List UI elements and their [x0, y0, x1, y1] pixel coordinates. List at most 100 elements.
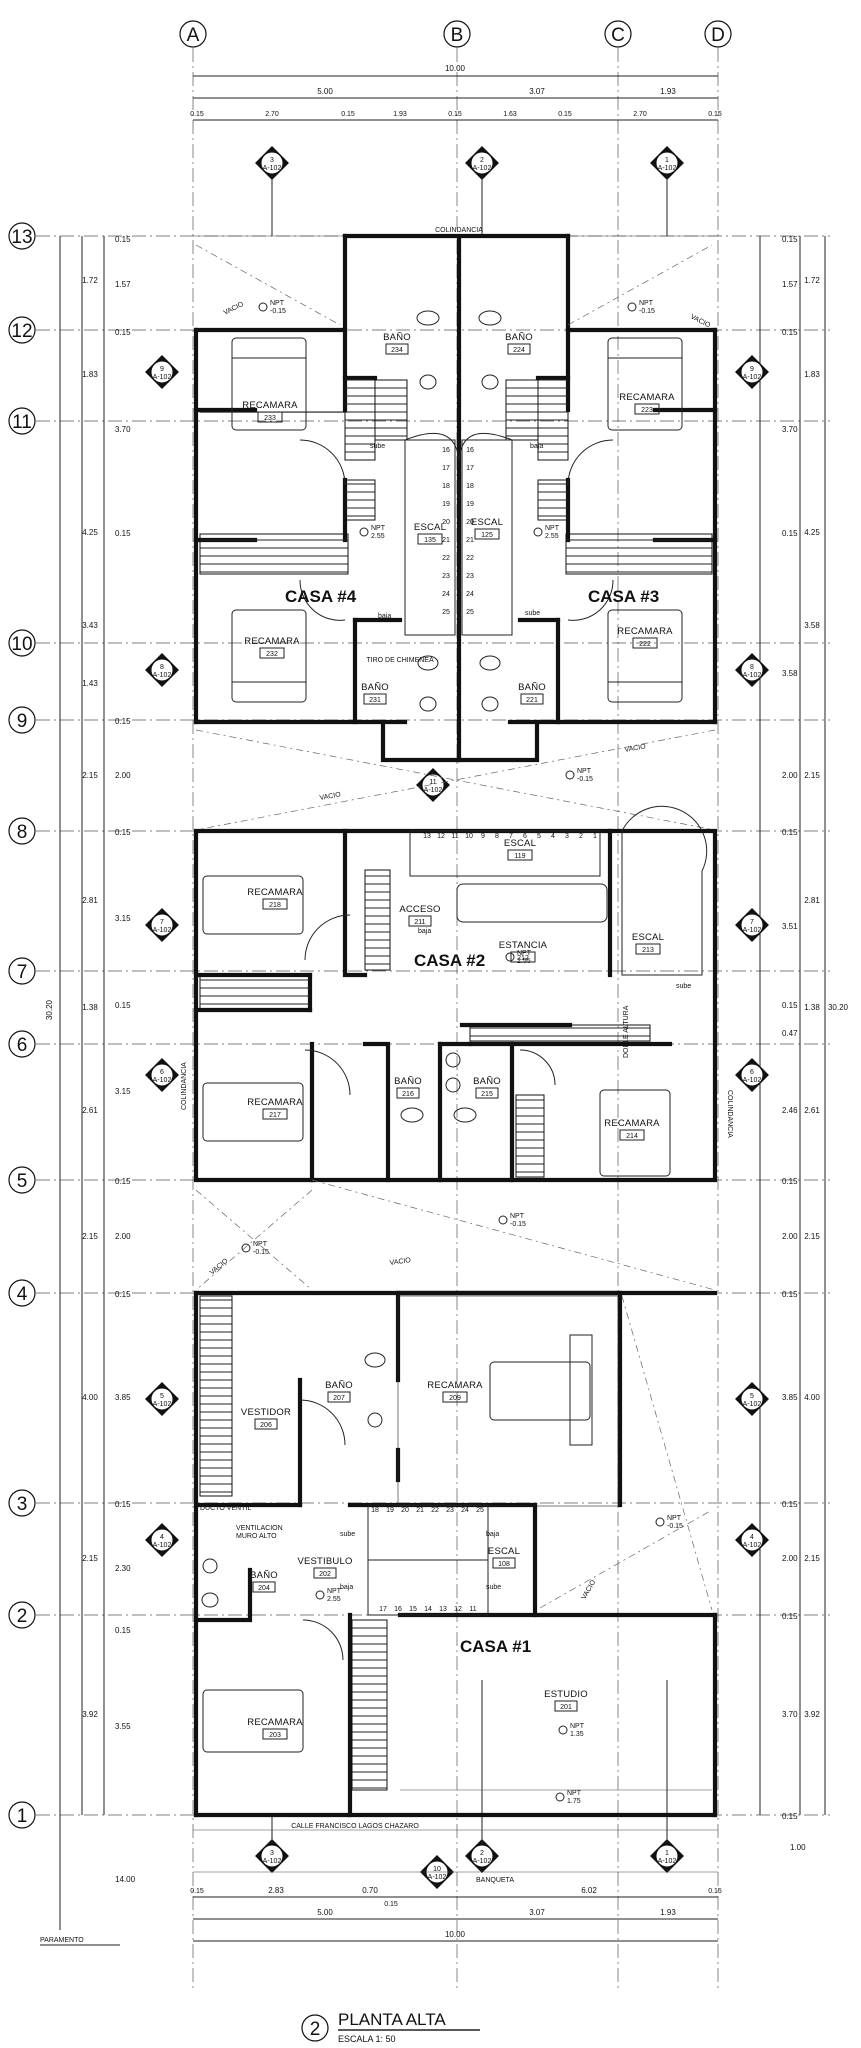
- svg-text:VESTIDOR: VESTIDOR: [241, 1407, 291, 1418]
- npt-mark: NPT-0.15: [241, 1241, 269, 1256]
- drawing-scale: ESCALA 1: 50: [338, 2034, 396, 2044]
- svg-text:212: 212: [517, 955, 529, 962]
- svg-text:207: 207: [333, 1395, 345, 1402]
- dim-right-o2: 1.83: [804, 370, 820, 379]
- dim-left-i10: 0.15: [115, 1001, 131, 1010]
- svg-text:NPT: NPT: [570, 1723, 585, 1730]
- dim-left-i5: 0.15: [115, 529, 131, 538]
- svg-text:A-102: A-102: [743, 1077, 762, 1084]
- dim-top-d3: 0.15: [341, 111, 355, 118]
- svg-text:A-102: A-102: [743, 1401, 762, 1408]
- stair-step-number: 5: [537, 833, 541, 840]
- svg-text:A-102: A-102: [153, 672, 172, 679]
- stair-step-number: 18: [442, 483, 450, 490]
- svg-text:BAÑO: BAÑO: [505, 332, 533, 343]
- stair-step-number: 12: [437, 833, 445, 840]
- svg-text:209: 209: [449, 1395, 461, 1402]
- svg-text:215: 215: [481, 1091, 493, 1098]
- svg-text:2.55: 2.55: [327, 1596, 341, 1603]
- dim-right-i13: 0.15: [782, 1177, 798, 1186]
- svg-text:A-102: A-102: [743, 1542, 762, 1549]
- grid-col-a: A: [187, 25, 200, 46]
- svg-text:ESCAL: ESCAL: [414, 522, 446, 533]
- drawing-title: PLANTA ALTA: [338, 2010, 446, 2029]
- stair-step-number: 19: [386, 1507, 394, 1514]
- svg-text:NPT: NPT: [517, 950, 532, 957]
- svg-text:NPT: NPT: [510, 1213, 525, 1220]
- grid-row-7: 7: [17, 962, 28, 983]
- dim-right-i14: 2.00: [782, 1232, 798, 1241]
- stair-step-number: 24: [461, 1507, 469, 1514]
- npt-mark: NPT-0.15: [498, 1213, 526, 1228]
- dim-left-i9: 3.15: [115, 914, 131, 923]
- colindancia-left-label: COLINDANCIA: [181, 1062, 188, 1110]
- vacio-label-1: VACIO: [223, 301, 246, 317]
- svg-text:ESTANCIA: ESTANCIA: [499, 940, 548, 951]
- room-215: BAÑO 215: [473, 1076, 501, 1099]
- dim-left-i19: 3.55: [115, 1722, 131, 1731]
- dim-bot-seg3: 1.93: [660, 1908, 676, 1917]
- stair-step-number: 13: [423, 833, 431, 840]
- svg-text:RECAMARA: RECAMARA: [617, 626, 673, 637]
- dim-bot-seg1: 5.00: [317, 1908, 333, 1917]
- dim-top-d7: 0.15: [558, 111, 572, 118]
- grid-col-c: C: [611, 25, 625, 46]
- room-206: VESTIDOR 206: [241, 1407, 291, 1430]
- svg-text:119: 119: [514, 853, 525, 860]
- dim-left-i13: 2.00: [115, 1232, 131, 1241]
- stair-step-number: 9: [481, 833, 485, 840]
- dim-left-i15: 3.85: [115, 1393, 131, 1402]
- svg-text:BAÑO: BAÑO: [250, 1570, 278, 1581]
- svg-text:4: 4: [160, 1534, 164, 1541]
- svg-text:4: 4: [750, 1534, 754, 1541]
- stair-step-number: 20: [442, 519, 450, 526]
- dim-right-i9: 3.51: [782, 922, 798, 931]
- stair-step-number: 25: [442, 609, 450, 616]
- ventilacion-label: VENTILACION: [236, 1525, 283, 1532]
- dim-right-o11: 2.15: [804, 1554, 820, 1563]
- svg-text:A-102: A-102: [153, 927, 172, 934]
- dim-right-i15: 0.15: [782, 1290, 798, 1299]
- svg-text:1: 1: [665, 1850, 669, 1857]
- baja-label: baja: [530, 443, 543, 450]
- svg-text:A-102: A-102: [263, 165, 282, 172]
- room-doble: DOBLE ALTURA: [623, 1005, 630, 1058]
- stair-step-number: 13: [439, 1606, 447, 1613]
- svg-text:ESTUDIO: ESTUDIO: [544, 1689, 588, 1700]
- svg-text:BAÑO: BAÑO: [473, 1076, 501, 1087]
- stair-step-number: 23: [446, 1507, 454, 1514]
- npt-mark: NPT-0.15: [258, 300, 286, 315]
- bottom-dimensions: 0.15 2.83 0.70 0.15 6.02 0.15 5.00 3.07 …: [40, 1886, 722, 1946]
- dim-right-i4: 3.70: [782, 425, 798, 434]
- stair-step-number: 19: [442, 501, 450, 508]
- dim-right-o10: 4.00: [804, 1393, 820, 1402]
- sube-label: sube: [525, 610, 540, 617]
- svg-text:202: 202: [319, 1571, 331, 1578]
- stair-step-number: 14: [424, 1606, 432, 1613]
- svg-text:206: 206: [260, 1422, 272, 1429]
- svg-text:223: 223: [641, 407, 653, 414]
- stair-step-number: 16: [394, 1606, 402, 1613]
- dim-top-d2: 2.70: [265, 111, 279, 118]
- svg-text:NPT: NPT: [270, 300, 285, 307]
- sube-label: sube: [676, 983, 691, 990]
- dim-left-o5: 1.43: [82, 679, 98, 688]
- dim-left-i8: 0.15: [115, 828, 131, 837]
- dim-bot-seg2: 3.07: [529, 1908, 545, 1917]
- svg-text:2.55: 2.55: [545, 533, 559, 540]
- dim-right-i6: 3.58: [782, 669, 798, 678]
- stair-step-number: 22: [431, 1507, 439, 1514]
- dim-bot-d6: 0.15: [708, 1888, 722, 1895]
- house-label-4: CASA #4: [285, 587, 357, 606]
- house-label-2: CASA #2: [414, 951, 485, 970]
- drawing-number: 2: [310, 2019, 321, 2040]
- dim-right-total: 30.20: [828, 1003, 849, 1012]
- svg-text:2.55: 2.55: [371, 533, 385, 540]
